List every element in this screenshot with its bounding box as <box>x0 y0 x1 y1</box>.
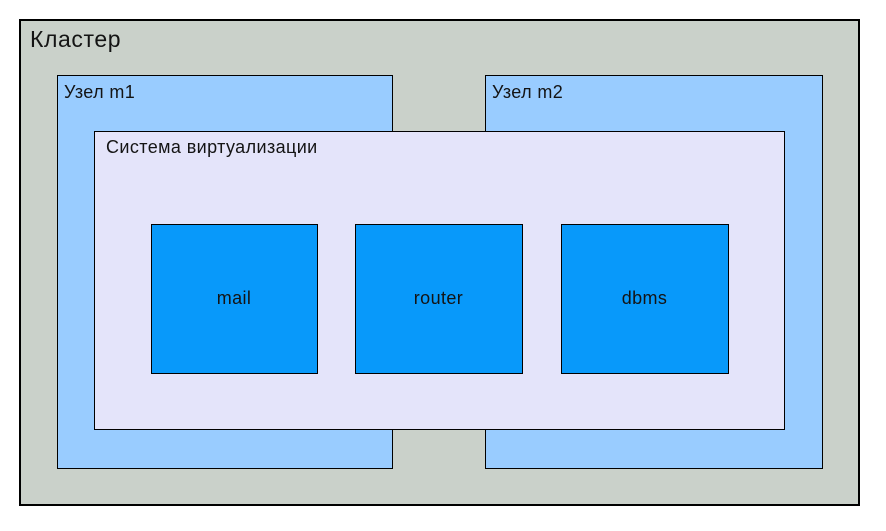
node-m1-label: Узел m1 <box>64 82 136 102</box>
cluster-label: Кластер <box>30 26 122 52</box>
vm-router-label: router <box>413 288 464 308</box>
vm-mail-label: mail <box>216 288 252 308</box>
vm-router-box: router <box>354 223 523 374</box>
vm-mail-box: mail <box>150 223 318 374</box>
virtualization-label: Система виртуализации <box>106 137 318 157</box>
vm-dbms-label: dbms <box>621 288 668 308</box>
node-m2-label: Узел m2 <box>492 82 564 102</box>
vm-dbms-box: dbms <box>560 223 729 374</box>
virtualization-box: Система виртуализации mail router dbms <box>94 131 785 430</box>
